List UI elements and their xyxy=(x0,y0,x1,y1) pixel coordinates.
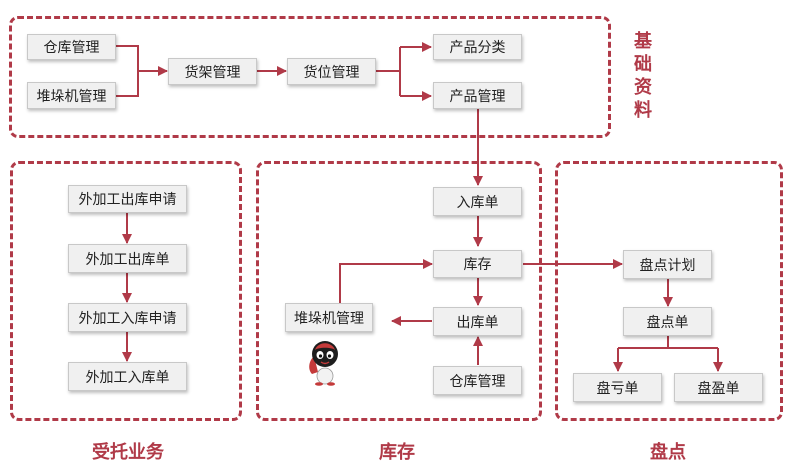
node-surplus-order: 盘盈单 xyxy=(674,373,763,402)
node-outsource-outbound-request: 外加工出库申请 xyxy=(68,185,187,213)
node-product-category: 产品分类 xyxy=(433,34,522,60)
node-outbound-order: 出库单 xyxy=(433,307,522,336)
node-warehouse-mgmt: 仓库管理 xyxy=(27,34,116,60)
group-basic-data xyxy=(9,16,611,138)
node-location-mgmt: 货位管理 xyxy=(287,58,376,85)
node-stock: 库存 xyxy=(433,250,522,278)
node-stacker-mgmt: 堆垛机管理 xyxy=(27,82,116,109)
section-label-basic-data: 基础资料 xyxy=(634,31,652,121)
node-check-order: 盘点单 xyxy=(623,307,712,336)
node-inventory-warehouse-mgmt: 仓库管理 xyxy=(433,366,522,395)
group-inventory xyxy=(256,161,542,421)
node-check-plan: 盘点计划 xyxy=(623,250,712,279)
section-label-entrusted-business: 受托业务 xyxy=(92,442,164,463)
group-stock-check xyxy=(555,161,783,421)
node-product-mgmt: 产品管理 xyxy=(433,82,522,109)
node-outsource-inbound-request: 外加工入库申请 xyxy=(68,303,187,332)
node-shelf-mgmt: 货架管理 xyxy=(168,58,257,85)
arrow-stacker-to-stock xyxy=(339,259,433,303)
node-inventory-stacker-mgmt: 堆垛机管理 xyxy=(285,303,373,332)
node-outsource-outbound-order: 外加工出库单 xyxy=(68,244,187,273)
node-outsource-inbound-order: 外加工入库单 xyxy=(68,362,187,391)
section-label-inventory: 库存 xyxy=(379,442,415,463)
group-entrusted-business xyxy=(10,161,242,421)
section-label-stock-check: 盘点 xyxy=(650,442,686,463)
mascot-illustration xyxy=(309,341,338,386)
node-loss-order: 盘亏单 xyxy=(573,373,662,402)
node-inbound-order: 入库单 xyxy=(433,187,522,216)
connector-warehouse-stacker xyxy=(116,45,139,97)
